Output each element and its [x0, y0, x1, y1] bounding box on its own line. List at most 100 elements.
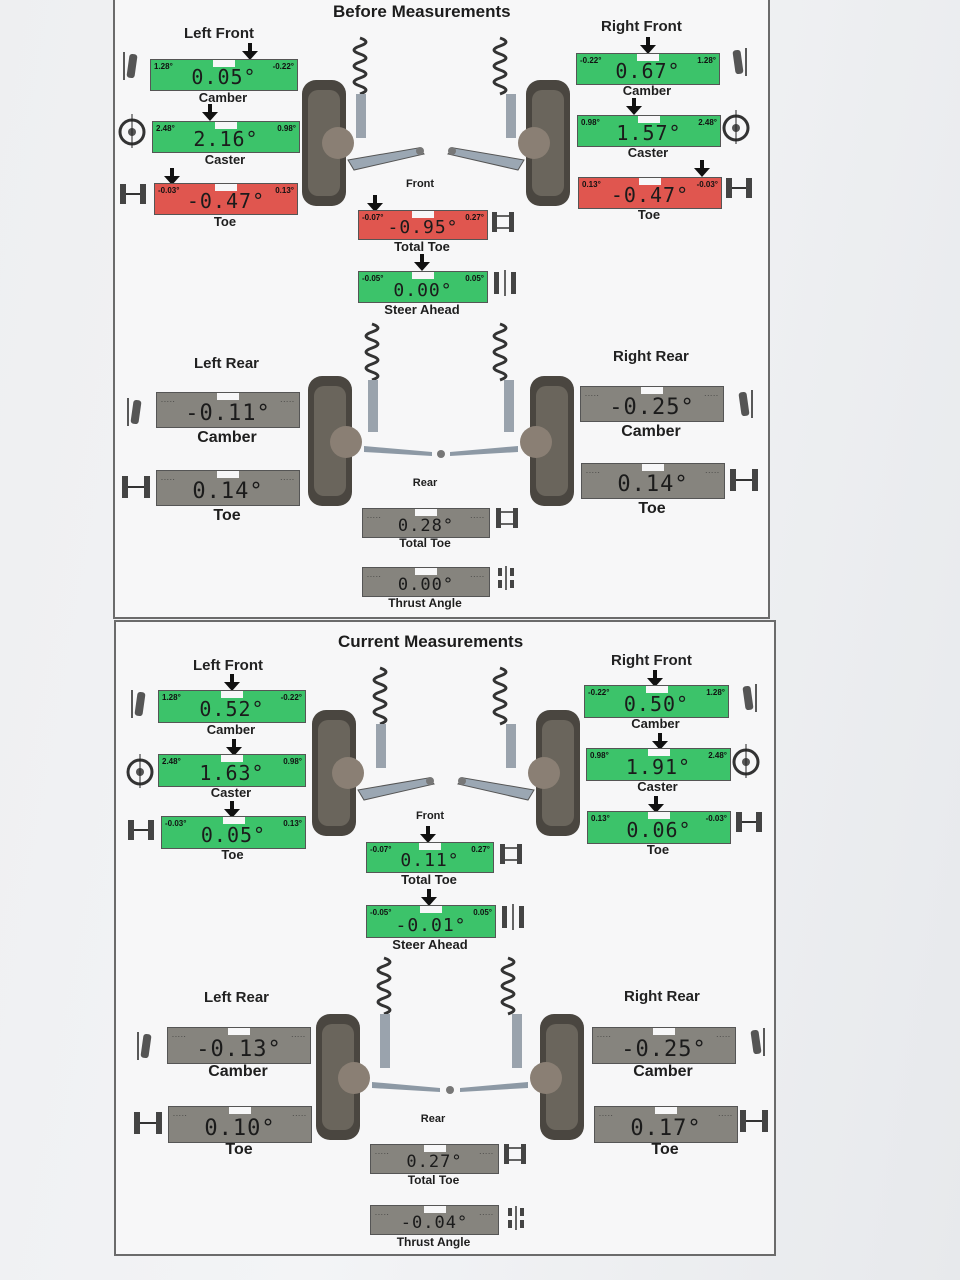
- current-title: Current Measurements: [338, 632, 524, 651]
- front-suspension-icon: [302, 36, 570, 206]
- current-rf-toe-max: -0.03°: [705, 814, 727, 823]
- current-rear-label: Rear: [420, 1113, 446, 1125]
- current-rf-caster-label: Caster: [637, 779, 678, 794]
- toe-icon: [736, 812, 762, 832]
- before-lf-camber-label: Camber: [198, 90, 248, 105]
- current-total-toe-min: -0.07°: [370, 845, 392, 854]
- current-lf-caster-value: 1.63°: [199, 761, 265, 785]
- before-rf-camber-min: -0.22°: [580, 56, 602, 65]
- before-rr-camber-label: Camber: [621, 423, 681, 440]
- current-rr-toe-label: Toe: [651, 1141, 679, 1158]
- toe-icon: [134, 1112, 162, 1134]
- current-left-rear-heading: Left Rear: [204, 989, 270, 1006]
- camber-icon: [738, 390, 753, 418]
- current-rear-total-toe-value: 0.27°: [406, 1152, 463, 1172]
- total-toe-icon: [504, 1144, 526, 1164]
- current-lr-toe-label: Toe: [225, 1141, 253, 1158]
- before-lf-camber-gauge: 1.28° -0.22° 0.05°: [150, 59, 298, 91]
- camber-icon: [123, 52, 138, 80]
- before-lf-camber-value: 0.05°: [191, 65, 257, 89]
- before-rf-caster-label: Caster: [627, 145, 669, 160]
- current-rf-camber-label: Camber: [631, 716, 680, 731]
- before-rr-toe-gauge: .......... 0.14°: [581, 463, 725, 499]
- toe-icon: [120, 184, 146, 204]
- camber-icon: [742, 684, 757, 712]
- current-steer-ahead-min: -0.05°: [370, 908, 392, 917]
- current-rr-camber-gauge: .......... -0.25°: [592, 1027, 736, 1064]
- before-rf-toe-value: -0.47°: [610, 183, 690, 207]
- steer-ahead-icon: [502, 904, 524, 930]
- before-total-toe-min: -0.07°: [362, 213, 384, 222]
- current-front-label: Front: [415, 810, 445, 822]
- current-lr-camber-value: -0.13°: [196, 1037, 282, 1062]
- current-rf-caster-min: 0.98°: [590, 751, 609, 760]
- current-rf-camber-value: 0.50°: [623, 692, 690, 716]
- before-rr-camber-gauge: .......... -0.25°: [580, 386, 724, 422]
- before-lf-toe-max: 0.13°: [275, 186, 294, 195]
- before-lf-caster-value: 2.16°: [193, 127, 259, 151]
- before-thrust-angle-value: 0.00°: [397, 575, 455, 595]
- before-rf-toe-max: -0.03°: [696, 180, 718, 189]
- before-lf-caster-label: Caster: [204, 152, 246, 167]
- before-rf-caster-value: 1.57°: [616, 121, 682, 145]
- current-lf-toe-min: -0.03°: [165, 819, 187, 828]
- caster-icon: [126, 754, 154, 788]
- before-lf-toe-min: -0.03°: [158, 186, 180, 195]
- current-rf-toe-gauge: 0.13° -0.03° 0.06°: [587, 811, 731, 844]
- current-rear-total-toe-gauge: .......... 0.27°: [370, 1144, 499, 1174]
- steer-ahead-icon: [494, 270, 516, 296]
- before-lr-toe-label: Toe: [213, 507, 241, 524]
- before-thrust-angle-gauge: .......... 0.00°: [362, 567, 490, 597]
- total-toe-icon: [496, 508, 518, 528]
- before-steer-ahead-label: Steer Ahead: [384, 302, 460, 317]
- before-lf-caster-max: 0.98°: [277, 124, 296, 133]
- current-rf-caster-value: 1.91°: [625, 755, 692, 779]
- current-lf-caster-max: 0.98°: [283, 757, 302, 766]
- current-right-front-heading: Right Front: [611, 652, 692, 669]
- before-lf-toe-gauge: -0.03° 0.13° -0.47°: [154, 183, 298, 215]
- current-rf-caster-max: 2.48°: [708, 751, 727, 760]
- current-rf-camber-max: 1.28°: [706, 688, 725, 697]
- current-lf-caster-gauge: 2.48° 0.98° 1.63°: [158, 754, 306, 787]
- toe-icon: [740, 1110, 768, 1132]
- before-rf-toe-gauge: 0.13° -0.03° -0.47°: [578, 177, 722, 209]
- current-rf-toe-label: Toe: [646, 842, 670, 857]
- current-total-toe-label: Total Toe: [401, 872, 457, 887]
- before-front-label: Front: [405, 178, 435, 190]
- before-rf-toe-label: Toe: [637, 207, 661, 222]
- toe-icon: [730, 469, 758, 491]
- before-lr-camber-gauge: .......... -0.11°: [156, 392, 300, 428]
- current-lf-camber-value: 0.52°: [199, 697, 265, 721]
- current-steer-ahead-label: Steer Ahead: [392, 937, 468, 952]
- before-right-front-heading: Right Front: [601, 18, 682, 35]
- total-toe-icon: [500, 844, 522, 864]
- thrust-angle-icon: [498, 566, 514, 590]
- before-steer-ahead-max: 0.05°: [465, 274, 484, 283]
- current-rf-toe-min: 0.13°: [591, 814, 610, 823]
- current-rr-camber-value: -0.25°: [621, 1037, 707, 1062]
- before-rf-camber-gauge: -0.22° 1.28° 0.67°: [576, 53, 720, 85]
- before-rf-caster-gauge: 0.98° 2.48° 1.57°: [577, 115, 721, 147]
- current-lf-camber-label: Camber: [206, 722, 256, 737]
- camber-icon: [131, 690, 146, 718]
- before-rear-label: Rear: [412, 477, 438, 489]
- current-lf-caster-label: Caster: [210, 785, 252, 800]
- before-thrust-angle-label: Thrust Angle: [388, 596, 462, 610]
- before-title: Before Measurements: [333, 2, 511, 21]
- before-lf-camber-max: -0.22°: [272, 62, 294, 71]
- caster-icon: [732, 744, 760, 778]
- current-rf-caster-gauge: 0.98° 2.48° 1.91°: [586, 748, 731, 781]
- before-lr-toe-gauge: .......... 0.14°: [156, 470, 300, 506]
- before-rear-total-toe-gauge: .......... 0.28°: [362, 508, 490, 538]
- current-rr-toe-value: 0.17°: [630, 1116, 702, 1141]
- caster-icon: [722, 110, 750, 144]
- before-left-rear-heading: Left Rear: [194, 355, 260, 372]
- current-lr-toe-gauge: .......... 0.10°: [168, 1106, 312, 1143]
- toe-icon: [128, 820, 154, 840]
- camber-icon: [127, 398, 142, 426]
- current-total-toe-gauge: -0.07° 0.27° 0.11°: [366, 842, 494, 873]
- camber-icon: [750, 1028, 765, 1056]
- before-left-front-heading: Left Front: [184, 25, 254, 42]
- current-lf-toe-label: Toe: [221, 847, 244, 862]
- thrust-angle-icon: [508, 1206, 524, 1230]
